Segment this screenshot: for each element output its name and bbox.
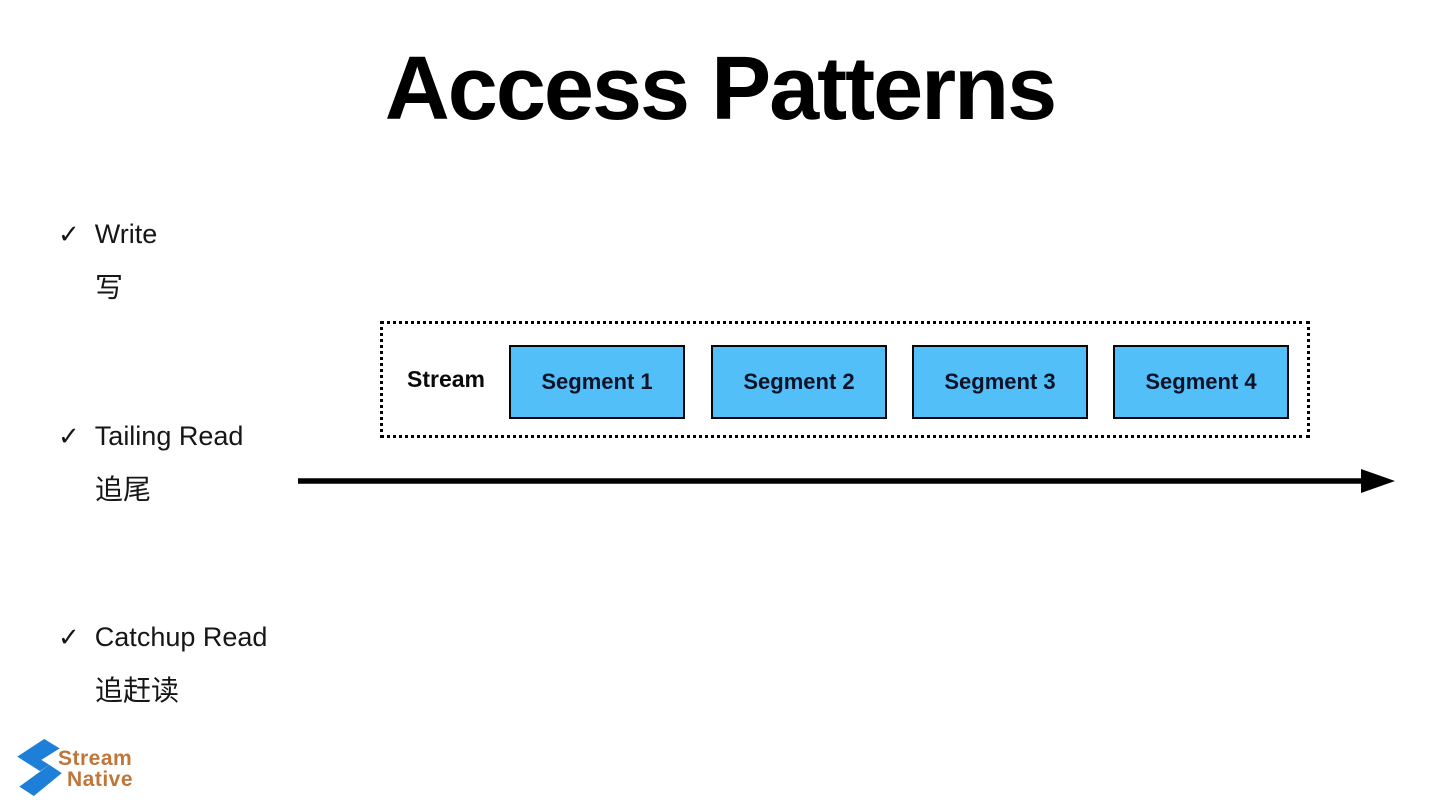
logo-text-native: Native bbox=[67, 768, 134, 791]
bullet-write: ✓ Write bbox=[58, 219, 157, 250]
checkmark-icon: ✓ bbox=[58, 622, 80, 652]
bullet-catchup-read-label: Catchup Read bbox=[94, 622, 268, 652]
streamnative-logo: Stream Native bbox=[14, 739, 133, 797]
segment-box-3: Segment 3 bbox=[912, 345, 1088, 419]
stream-container: Stream Segment 1 Segment 2 Segment 3 Seg… bbox=[380, 321, 1310, 438]
segment-box-2: Segment 2 bbox=[711, 345, 887, 419]
checkmark-icon: ✓ bbox=[58, 421, 80, 451]
page-title: Access Patterns bbox=[384, 39, 1057, 139]
stream-label: Stream bbox=[407, 366, 485, 392]
segment-box-1: Segment 1 bbox=[509, 345, 685, 419]
segment-box-4: Segment 4 bbox=[1113, 345, 1289, 419]
bullet-tailing-read: ✓ Tailing Read bbox=[58, 421, 243, 452]
bullet-tailing-read-translation: 追尾 bbox=[95, 474, 152, 505]
timeline-arrow bbox=[298, 469, 1395, 493]
bullet-catchup-read-translation: 追赶读 bbox=[95, 675, 180, 706]
streamnative-logo-icon bbox=[17, 739, 62, 796]
bullet-write-label: Write bbox=[94, 219, 158, 249]
logo-text-stream: Stream bbox=[58, 747, 133, 770]
bullet-tailing-read-label: Tailing Read bbox=[94, 421, 244, 451]
bullet-catchup-read: ✓ Catchup Read bbox=[58, 622, 267, 653]
streamnative-logo-text: Stream Native bbox=[58, 748, 133, 790]
bullet-write-translation: 写 bbox=[95, 272, 124, 303]
checkmark-icon: ✓ bbox=[58, 219, 80, 249]
